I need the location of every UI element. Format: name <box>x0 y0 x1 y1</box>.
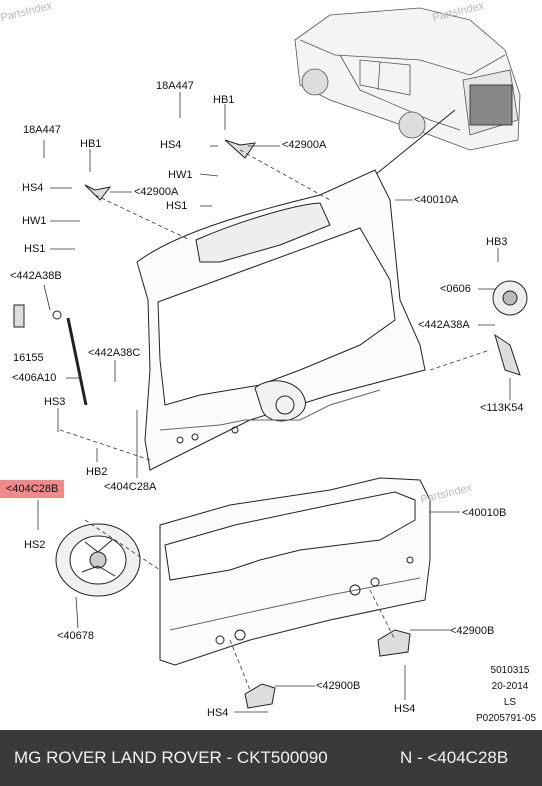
label-HB2: HB2 <box>86 466 108 478</box>
label-18A447: 18A447 <box>23 124 61 136</box>
label-113K54: <113K54 <box>480 402 524 414</box>
label-HS4: HS4 <box>160 139 182 151</box>
label-HS2: HS2 <box>24 539 46 551</box>
dashed-assembly-lines <box>59 149 491 691</box>
label-HB1: HB1 <box>80 138 102 150</box>
footer-part-number: N - <404C28B <box>400 748 509 767</box>
hinge-lower <box>244 629 411 709</box>
vehicle-illustration <box>294 7 521 151</box>
label-42900A: <42900A <box>282 139 327 151</box>
upper-tailgate-panel <box>136 169 426 471</box>
label-40010A: <40010A <box>414 194 459 206</box>
label-HW1: HW1 <box>168 169 193 181</box>
label-HW1: HW1 <box>22 215 47 227</box>
label-HS1: HS1 <box>24 243 46 255</box>
footer-catalog-title: MG ROVER LAND ROVER - CKT500090 <box>14 748 328 767</box>
label-HS4: HS4 <box>394 703 416 715</box>
lower-tailgate-panel <box>159 477 431 666</box>
label-442A38C: <442A38C <box>88 347 141 359</box>
label-406A10: <406A10 <box>12 372 57 384</box>
label-HB3: HB3 <box>486 236 508 248</box>
label-HS4: HS4 <box>207 707 229 719</box>
label-16155: 16155 <box>13 352 44 364</box>
diagram-meta-date: 20-2014 <box>491 681 529 692</box>
label-HS1: HS1 <box>166 200 188 212</box>
diagram-meta-ls: LS <box>503 697 517 708</box>
diagram-meta-ref: P0205791-05 <box>475 713 537 724</box>
label-18A447: 18A447 <box>156 80 194 92</box>
label-42900B: <42900B <box>450 625 495 637</box>
exploded-view-drawing <box>13 7 528 713</box>
label-HS4: HS4 <box>22 182 44 194</box>
label-442A38B: <442A38B <box>10 270 62 282</box>
gas-strut <box>13 304 88 406</box>
leader-lines <box>37 92 511 713</box>
footer-bar: MG ROVER LAND ROVER - CKT500090 N - <404… <box>0 730 542 786</box>
lock-mechanism <box>492 280 528 376</box>
label-HS3: HS3 <box>44 396 66 408</box>
parts-diagram <box>13 7 528 713</box>
label-40678: <40678 <box>57 630 95 642</box>
label-HB1: HB1 <box>213 94 235 106</box>
label-404C28A: <404C28A <box>104 481 157 493</box>
label-442A38A: <442A38A <box>418 319 470 331</box>
diagram-meta-code: 5010315 <box>490 665 530 676</box>
spare-wheel-carrier <box>55 523 141 597</box>
hinge-upper <box>84 139 257 201</box>
label-404C28B-highlighted[interactable]: <404C28B <box>0 480 65 498</box>
label-40010B: <40010B <box>462 507 507 519</box>
label-42900B: <42900B <box>316 680 361 692</box>
label-42900A: <42900A <box>134 186 179 198</box>
label-0606: <0606 <box>440 283 471 295</box>
